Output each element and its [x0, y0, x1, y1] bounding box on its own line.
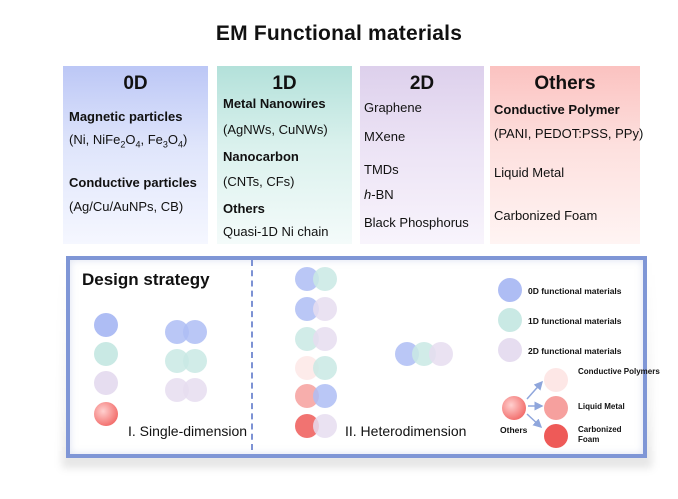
- legend-1d-swatch: [498, 308, 522, 332]
- magnetic-particles-items: (Ni, NiFe2O4, Fe3O4): [69, 132, 188, 150]
- nanocarbon-title: Nanocarbon: [223, 149, 299, 164]
- metal-nanowires-title: Metal Nanowires: [223, 96, 326, 111]
- card-2d: 2D Graphene MXene TMDs h-BN Black Phosph…: [360, 66, 484, 244]
- card-1d: 1D Metal Nanowires (AgNWs, CuNWs) Nanoca…: [217, 66, 352, 244]
- item-ni: Ni: [73, 132, 86, 147]
- conductive-particles-title: Conductive particles: [69, 175, 197, 190]
- metal-nanowires-items: (AgNWs, CuNWs): [223, 122, 328, 137]
- legend-0d-label: 0D functional materials: [528, 286, 622, 296]
- nanocarbon-items: (CNTs, CFs): [223, 174, 295, 189]
- single-0d-dot: [94, 313, 118, 337]
- single-others-dot: [94, 402, 118, 426]
- sub-2: 2: [120, 139, 126, 150]
- conductive-polymers-dot: [544, 368, 568, 392]
- others-1d-title: Others: [223, 201, 265, 216]
- sub-4: 4: [135, 139, 141, 150]
- conductive-polymer-items: (PANI, PEDOT:PSS, PPy): [494, 126, 644, 141]
- magnetic-particles-title: Magnetic particles: [69, 109, 183, 124]
- graphene-item: Graphene: [364, 100, 422, 115]
- hetero-0d-1d-b: [313, 267, 337, 291]
- carbonized-foam-dot: [544, 424, 568, 448]
- liquid-metal-label: Liquid Metal: [578, 402, 625, 411]
- card-0d-header: 0D: [123, 73, 148, 94]
- hetero-0d-2d-b: [313, 297, 337, 321]
- legend-2d-swatch: [498, 338, 522, 362]
- hbn-item: h-BN: [364, 187, 394, 202]
- hetero-pink-1d-b: [313, 356, 337, 380]
- hbn-rest: -BN: [371, 187, 394, 202]
- card-0d: 0D Magnetic particles (Ni, NiFe2O4, Fe3O…: [63, 66, 208, 244]
- conductive-polymers-label: Conductive Polymers: [578, 367, 660, 376]
- pair-0d-dot-b: [183, 320, 207, 344]
- black-phosphorus-item: Black Phosphorus: [364, 215, 469, 230]
- legend-1d-label: 1D functional materials: [528, 316, 622, 326]
- item-nife: NiFe: [92, 132, 121, 147]
- tmds-item: TMDs: [364, 162, 399, 177]
- conductive-particles-items: (Ag/Cu/AuNPs, CB): [69, 199, 184, 214]
- card-1d-header: 1D: [272, 73, 297, 94]
- page-title: EM Functional materials: [215, 22, 463, 45]
- others-source-dot: [502, 396, 526, 420]
- pair-2d-dot-b: [183, 378, 207, 402]
- sub-3: 3: [162, 139, 168, 150]
- item-o: O: [125, 132, 136, 147]
- others-branch-label: Others: [500, 425, 528, 435]
- carbonized-foam-label: Carbonized Foam: [578, 425, 622, 444]
- hetero-red-0d-b: [313, 384, 337, 408]
- card-others-header: Others: [534, 73, 596, 94]
- pair-1d-dot-b: [183, 349, 207, 373]
- item-fe: Fe: [147, 132, 163, 147]
- item-o2: O: [167, 132, 179, 147]
- design-strategy-title: Design strategy: [82, 270, 210, 289]
- legend-0d-swatch: [498, 278, 522, 302]
- mxene-item: MXene: [364, 129, 406, 144]
- single-2d-dot: [94, 371, 118, 395]
- card-2d-header: 2D: [409, 73, 435, 94]
- hbn-h: h: [364, 187, 372, 202]
- heterodimension-caption: II. Heterodimension: [345, 423, 467, 439]
- sub-4b: 4: [178, 139, 184, 150]
- single-dimension-caption: I. Single-dimension: [128, 423, 248, 439]
- conductive-polymer-title: Conductive Polymer: [494, 102, 620, 117]
- hetero-red-2d-b: [313, 414, 337, 438]
- hetero-1d-2d-b: [313, 327, 337, 351]
- triple-2d-dot: [429, 342, 453, 366]
- panel-divider: [251, 260, 253, 450]
- ni-chain-item: Quasi-1D Ni chain: [223, 224, 329, 239]
- liquid-metal-item: Liquid Metal: [494, 165, 565, 180]
- carbonized-foam-item: Carbonized Foam: [494, 208, 598, 223]
- single-1d-dot: [94, 342, 118, 366]
- legend-2d-label: 2D functional materials: [528, 346, 622, 356]
- card-others: Others Conductive Polymer (PANI, PEDOT:P…: [490, 66, 644, 244]
- liquid-metal-dot: [544, 396, 568, 420]
